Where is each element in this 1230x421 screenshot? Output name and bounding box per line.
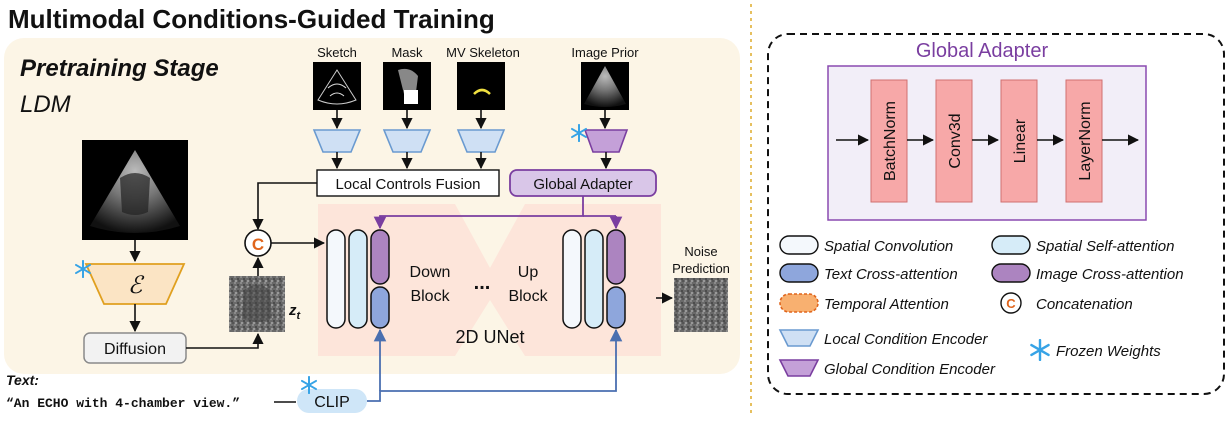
- mask-local-encoder: [382, 129, 432, 153]
- up-text-cross-attention-block: [606, 286, 626, 329]
- noisy-latent-image: [229, 276, 285, 332]
- diagram-title: Multimodal Conditions-Guided Training: [8, 4, 495, 34]
- stage-model-label: LDM: [20, 91, 71, 118]
- down-text-cross-attention-block: [370, 286, 390, 329]
- down-spatial-conv-block: [326, 229, 346, 329]
- linear-layer: [1000, 79, 1038, 203]
- latent-z: z: [288, 302, 297, 319]
- vae-encoder: [84, 263, 186, 305]
- sketch-local-encoder: [312, 129, 362, 153]
- legend-temporal-attention-label: Temporal Attention: [824, 296, 949, 313]
- layernorm-layer: [1065, 79, 1103, 203]
- block-ellipsis: ...: [474, 272, 491, 294]
- conv3d-layer: [935, 79, 973, 203]
- layernorm-label: LayerNorm: [1077, 101, 1094, 180]
- legend-spatial-self-attention-label: Spatial Self-attention: [1036, 238, 1174, 255]
- batchnorm-layer: [870, 79, 908, 203]
- vae-encoder-symbol: ℰ: [128, 271, 145, 299]
- down-block-label-1: Down: [410, 264, 451, 281]
- legend-frozen-weights-label: Frozen Weights: [1056, 343, 1161, 360]
- text-prompt-label: Text:: [6, 372, 39, 388]
- up-self-attention-block: [584, 229, 604, 329]
- unet-label: 2D UNet: [455, 327, 524, 347]
- legend-spatial-convolution-label: Spatial Convolution: [824, 238, 953, 255]
- legend-global-condition-encoder-swatch: [778, 359, 820, 377]
- noise-prediction-label-1: Noise: [684, 244, 717, 259]
- noise-prediction-image: [674, 278, 728, 332]
- stage-title: Pretraining Stage: [20, 55, 219, 82]
- local-controls-fusion-label: Local Controls Fusion: [335, 176, 480, 193]
- local-controls-fusion-box: [316, 169, 500, 197]
- legend-local-condition-encoder-swatch: [778, 329, 820, 347]
- mask-image: [383, 62, 431, 110]
- legend-temporal-attention-swatch: [779, 293, 819, 313]
- up-block-label-1: Up: [518, 264, 539, 281]
- adapter-detail-title: Global Adapter: [916, 40, 1049, 62]
- sketch-label: Sketch: [317, 45, 357, 60]
- legend-concatenation-symbol: C: [1006, 296, 1016, 311]
- image-prior-label: Image Prior: [571, 45, 639, 60]
- up-image-cross-attention-block: [606, 229, 626, 285]
- legend-concatenation-swatch: [1000, 292, 1022, 314]
- legend-spatial-self-attention-swatch: [991, 235, 1031, 255]
- clip-label: CLIP: [314, 394, 350, 411]
- image-prior-image: [581, 62, 629, 110]
- sketch-image: [313, 62, 361, 110]
- image-prior-global-encoder: [583, 129, 629, 153]
- conv3d-label: Conv3d: [947, 113, 964, 168]
- legend-concatenation-label: Concatenation: [1036, 296, 1133, 313]
- legend-spatial-convolution-swatch: [779, 235, 819, 255]
- legend-global-condition-encoder-label: Global Condition Encoder: [824, 361, 996, 378]
- global-adapter-label: Global Adapter: [533, 176, 632, 193]
- latent-subscript: t: [297, 310, 302, 322]
- echo-input-image: [82, 140, 188, 240]
- diffusion-label: Diffusion: [104, 341, 166, 358]
- concatenation-symbol: C: [252, 235, 264, 254]
- up-block-label-2: Block: [508, 288, 548, 305]
- mask-label: Mask: [391, 45, 423, 60]
- legend-text-cross-attention-label: Text Cross-attention: [824, 266, 958, 283]
- legend-image-cross-attention-label: Image Cross-attention: [1036, 266, 1184, 283]
- batchnorm-label: BatchNorm: [882, 101, 899, 181]
- up-spatial-conv-block: [562, 229, 582, 329]
- down-self-attention-block: [348, 229, 368, 329]
- down-block-label-2: Block: [410, 288, 450, 305]
- latent-label: zt: [288, 302, 302, 322]
- mv-skeleton-image: [457, 62, 505, 110]
- linear-label: Linear: [1012, 118, 1029, 163]
- noise-prediction-label-2: Prediction: [672, 261, 730, 276]
- down-image-cross-attention-block: [370, 229, 390, 285]
- legend-local-condition-encoder-label: Local Condition Encoder: [824, 331, 988, 348]
- text-prompt-value: “An ECHO with 4-chamber view.”: [6, 396, 240, 411]
- clip-box: [297, 389, 367, 413]
- mv-skeleton-label: MV Skeleton: [446, 45, 520, 60]
- legend-image-cross-attention-swatch: [991, 263, 1031, 283]
- legend-text-cross-attention-swatch: [779, 263, 819, 283]
- mv-skeleton-local-encoder: [456, 129, 506, 153]
